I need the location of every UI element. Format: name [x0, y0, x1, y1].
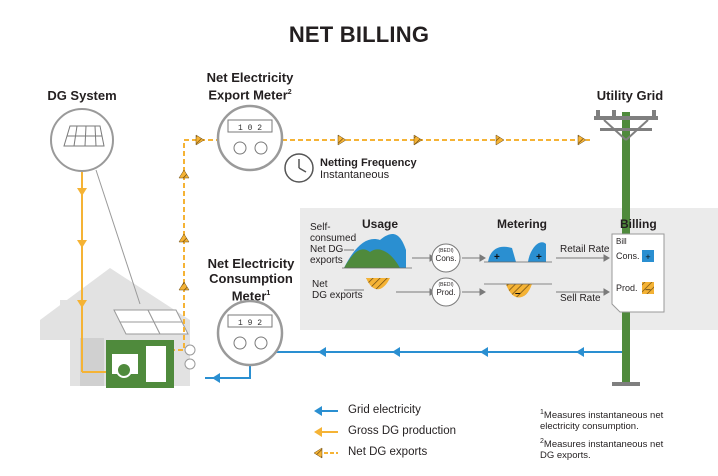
- note-1-sup: 1: [540, 409, 544, 416]
- export-meter-display: 1 0 2: [238, 124, 262, 133]
- legend-gross-dg-icon: [314, 427, 338, 437]
- usage-title: Usage: [362, 217, 399, 231]
- legend-grid-electricity-icon: [314, 406, 338, 416]
- dg-connector-line: [95, 169, 141, 305]
- svg-text:–: –: [645, 284, 650, 294]
- svg-text:+: +: [536, 252, 542, 263]
- appliances-icon: [106, 340, 196, 388]
- export-meter-label: Net Electricity Export Meter2: [180, 70, 320, 102]
- sell-rate-label: Sell Rate: [560, 293, 601, 304]
- svg-text:–: –: [515, 288, 521, 299]
- net-dg-exports-label: Net DG exports: [312, 279, 363, 301]
- note-2-sup: 2: [540, 438, 544, 445]
- note-1-text: Measures instantaneous net electricity c…: [540, 410, 664, 433]
- self-consumed-label: Self- consumed Net DG exports: [310, 222, 356, 266]
- self-consumed-line2: consumed: [310, 233, 357, 244]
- bill-prod: Prod.: [616, 283, 638, 293]
- netting-frequency-title: Netting Frequency: [320, 157, 417, 169]
- dg-system-label: DG System: [47, 88, 117, 103]
- net-dg-exports-line2: DG exports: [312, 290, 363, 301]
- export-meter-label-line2: Export Meter: [208, 87, 288, 103]
- consumption-meter-label-line2: Consumption: [209, 271, 293, 286]
- grid-electricity-arrows: [212, 347, 584, 383]
- legend-gross-dg: Gross DG production: [348, 425, 457, 437]
- svg-text:+: +: [494, 252, 500, 263]
- self-consumed-line4: exports: [310, 255, 343, 266]
- consumption-meter-label-line3: Meter: [231, 288, 267, 304]
- note-2-text: Measures instantaneous net DG exports.: [540, 439, 664, 462]
- prod-badge-label: Prod.: [436, 288, 456, 297]
- cons-badge-circle: [431, 243, 461, 273]
- consumption-meter-label-line1: Net Electricity: [207, 256, 295, 271]
- self-consumed-line1: Self-: [310, 222, 331, 233]
- export-meter-icon: [216, 104, 284, 172]
- note-2: 2Measures instantaneous net DG exports.: [540, 436, 680, 461]
- gross-dg-arrow-1: [77, 188, 87, 196]
- cons-badge: (BEDI) Cons.: [432, 248, 460, 263]
- consumption-meter-label: Net Electricity Consumption Meter1: [190, 256, 312, 303]
- metering-chart: + + –: [484, 242, 552, 299]
- net-dg-exports-line1: Net: [312, 279, 328, 290]
- legend-net-dg: Net DG exports: [348, 446, 428, 458]
- bill-header: Bill: [616, 237, 627, 246]
- clock-icon: [284, 153, 314, 183]
- billing-title: Billing: [620, 217, 657, 231]
- export-meter-sup: 2: [287, 89, 292, 96]
- metering-title: Metering: [497, 217, 548, 231]
- diagram-title: NET BILLING: [288, 22, 430, 47]
- retail-rate-label: Retail Rate: [560, 244, 610, 255]
- roof-panels-icon: [113, 309, 189, 335]
- prod-badge-circle: [431, 277, 461, 307]
- cons-badge-top: (BEDI): [438, 248, 454, 254]
- self-consumed-line3: Net DG: [310, 244, 344, 255]
- solar-panel-icon: [63, 125, 105, 147]
- consumption-meter-icon: [216, 299, 284, 367]
- prod-badge: (BEDI) Prod.: [432, 282, 460, 297]
- export-meter-label-line1: Net Electricity: [206, 70, 294, 85]
- gross-dg-arrow-3: [77, 300, 87, 308]
- legend-net-dg-icon: [313, 447, 338, 459]
- bill-document-icon: + –: [611, 233, 665, 313]
- netting-frequency-value: Instantaneous: [320, 169, 390, 181]
- net-dg-export-arrows: [178, 134, 587, 291]
- note-1: 1Measures instantaneous net electricity …: [540, 407, 680, 432]
- prod-badge-top: (BEDI): [438, 282, 454, 288]
- netting-frequency: Netting Frequency Instantaneous: [320, 157, 417, 181]
- consumption-meter-sup: 1: [266, 290, 271, 297]
- consumption-meter-display: 1 9 2: [238, 319, 262, 328]
- utility-grid-label: Utility Grid: [596, 88, 664, 103]
- cons-badge-label: Cons.: [435, 254, 457, 263]
- usage-chart: [342, 234, 412, 290]
- gross-dg-arrow-2: [77, 240, 87, 248]
- svg-text:+: +: [645, 252, 650, 262]
- bill-cons: Cons.: [616, 251, 640, 261]
- panel-arrows: [344, 249, 610, 296]
- legend-grid-electricity: Grid electricity: [348, 404, 421, 416]
